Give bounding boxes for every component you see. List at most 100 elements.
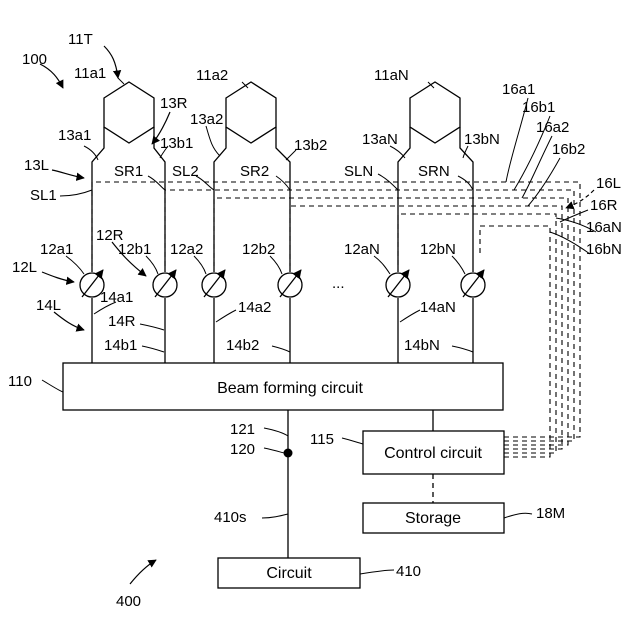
ref-12a2: 12a2 [170,241,203,258]
leader-410s [262,514,288,518]
ref-110: 110 [8,373,32,390]
ref-16aN: 16aN [586,219,622,236]
variable-arrow-12aN [388,270,409,297]
leader-14a2 [216,310,236,322]
leader-12a1 [66,256,84,274]
ref-115: 115 [310,431,334,448]
leader-12b2 [270,256,282,274]
ref-14b1: 14b1 [104,337,137,354]
arrow-14L [54,312,84,330]
ref-16bN: 16bN [586,241,622,258]
ref-12bN: 12bN [420,241,456,258]
leader-14R [140,324,164,330]
ref-16L: 16L [596,175,621,192]
ref-13a1: 13a1 [58,127,91,144]
leader-12b1 [146,256,158,274]
ref-SL1: SL1 [30,187,57,204]
ref-13bN: 13bN [464,131,500,148]
feed-line-13aN [398,127,410,272]
ref-11a1: 11a1 [74,65,106,82]
variable-arrow-12bN [463,270,484,297]
ref-100: 100 [22,51,47,68]
junction-node-120 [284,449,293,458]
ref-13aN: 13aN [362,131,398,148]
ref-16b1: 16b1 [522,99,555,116]
ref-410: 410 [396,563,421,580]
antenna-element-11a1 [104,82,154,143]
ref-14a1: 14a1 [100,289,133,306]
arrow-13L [52,170,84,178]
feed-line-13a2 [214,127,226,272]
beam-forming-circuit-label: Beam forming circuit [217,380,363,397]
circuit-label: Circuit [266,565,312,582]
ref-16R: 16R [590,197,618,214]
ref-120: 120 [230,441,255,458]
ref-14a2: 14a2 [238,299,271,316]
ellipsis: ... [332,275,345,292]
ref-13L: 13L [24,157,49,174]
variable-arrow-12b1 [155,270,176,297]
leader-14bN [452,346,473,352]
variable-arrow-12b2 [280,270,301,297]
ref-13R: 13R [160,95,188,112]
ref-11a2: 11a2 [196,67,228,84]
leader-110 [42,380,63,392]
arrow-12L [42,272,74,282]
ref-14b2: 14b2 [226,337,259,354]
control-line-16bN [480,226,550,457]
ref-121: 121 [230,421,255,438]
leader-13a2 [206,126,220,156]
leader-12a2 [194,256,206,274]
ref-SRN: SRN [418,163,450,180]
ref-14aN: 14aN [420,299,456,316]
ref-12aN: 12aN [344,241,380,258]
leader-14b2 [272,346,290,352]
antenna-element-11aN [410,82,460,143]
leader-SL1 [60,190,92,196]
leader-14aN [400,310,420,322]
ref-13b1: 13b1 [160,135,193,152]
ref-SR2: SR2 [240,163,269,180]
arrow-400 [130,560,156,584]
ref-14L: 14L [36,297,61,314]
ref-12b1: 12b1 [118,241,151,258]
leader-120 [264,448,284,453]
ref-12a1: 12a1 [40,241,73,258]
leader-14b1 [142,346,164,352]
leader-115 [342,438,363,444]
ref-18M: 18M [536,505,565,522]
ref-13b2: 13b2 [294,137,327,154]
leader-SRN [458,176,473,190]
leader-410 [360,570,394,574]
feed-line-13b2 [276,127,290,272]
ref-13a2: 13a2 [190,111,223,128]
leader-SR1 [148,176,165,190]
antenna-element-11a2 [226,82,276,143]
ref-400: 400 [116,593,141,610]
leader-18M [504,513,532,518]
ref-SL2: SL2 [172,163,199,180]
ref-410s: 410s [214,509,247,526]
control-circuit-label: Control circuit [384,445,482,462]
leader-12bN [452,256,465,274]
leader-121 [264,428,288,436]
storage-label: Storage [405,510,461,527]
control-line-16a2 [214,198,568,445]
variable-arrow-12a2 [204,270,225,297]
ref-12L: 12L [12,259,37,276]
ref-14bN: 14bN [404,337,440,354]
ref-SR1: SR1 [114,163,143,180]
ref-11aN: 11aN [374,67,409,84]
leader-11a1 [118,78,124,84]
feed-line-13a1 [92,127,104,272]
ref-16a1: 16a1 [502,81,535,98]
leader-12aN [374,256,390,274]
ref-16b2: 16b2 [552,141,585,158]
ref-16a2: 16a2 [536,119,569,136]
leader-SR2 [276,176,290,190]
ref-11T: 11T [68,31,93,48]
ref-12b2: 12b2 [242,241,275,258]
ref-SLN: SLN [344,163,373,180]
ref-14R: 14R [108,313,136,330]
